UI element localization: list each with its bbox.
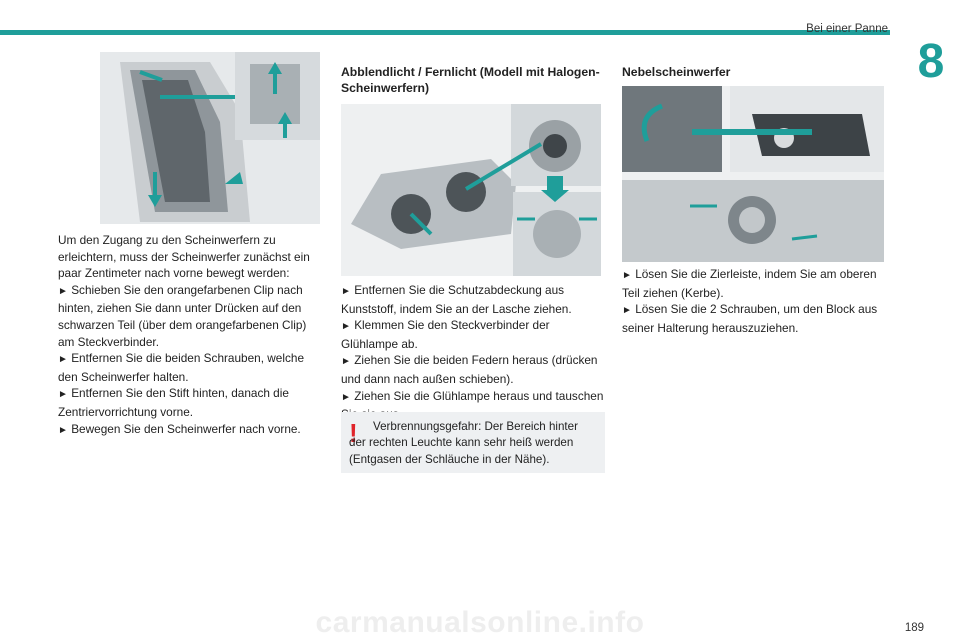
bullet-arrow-icon: ► [58, 285, 68, 297]
bullet-arrow-icon: ► [58, 354, 68, 366]
watermark: carmanualsonline.info [315, 606, 645, 639]
column-low-high-beam-steps: ► Entfernen Sie die Schutzabdeckung aus … [341, 282, 605, 423]
list-item: ► Lösen Sie die Zierleiste, indem Sie am… [622, 267, 877, 300]
bullet-arrow-icon: ► [622, 270, 632, 281]
list-item: ► Entfernen Sie die beiden Schrauben, we… [58, 351, 305, 384]
heading-fog-lamp: Nebelscheinwerfer [622, 65, 731, 79]
warning-exclamation-icon: ! [349, 418, 358, 448]
list-item: ► Entfernen Sie den Stift hinten, danach… [58, 386, 289, 419]
warning-box: ! Verbrennungsgefahr: Der Bereich hinter… [341, 412, 605, 473]
warning-text: Verbrennungsgefahr: Der Bereich hinter d… [349, 420, 578, 466]
bullet-arrow-icon: ► [341, 356, 351, 368]
bullet-arrow-icon: ► [341, 391, 351, 403]
header-accent-bar [0, 30, 890, 35]
page-number: 189 [904, 622, 924, 634]
chapter-tab: 8 [902, 22, 960, 102]
list-item: ► Bewegen Sie den Scheinwerfer nach vorn… [58, 421, 301, 436]
figure-headlamp-removal [100, 52, 320, 224]
list-item: ► Klemmen Sie den Steckverbinder der Glü… [341, 318, 550, 351]
bullet-arrow-icon: ► [58, 389, 68, 401]
bullet-arrow-icon: ► [622, 305, 632, 317]
figure-halogen-bulb [341, 104, 601, 276]
list-item: ► Ziehen Sie die beiden Federn heraus (d… [341, 353, 598, 386]
section-title: Bei einer Panne [806, 23, 888, 35]
bullet-arrow-icon: ► [58, 424, 68, 436]
list-item: ► Entfernen Sie die Schutzabdeckung aus … [341, 283, 572, 316]
bullet-arrow-icon: ► [341, 321, 351, 333]
column-fog-lamp: Nebelscheinwerfer [622, 58, 884, 80]
list-item: ► Schieben Sie den orangefarbenen Clip n… [58, 282, 307, 349]
figure-fog-lamp [622, 86, 884, 262]
heading-low-high-beam: Abblendlicht / Fernlicht (Modell mit Hal… [341, 65, 600, 95]
bullet-arrow-icon: ► [341, 286, 351, 297]
column-headlamp-access: Um den Zugang zu den Scheinwerfern zu er… [58, 232, 320, 439]
chapter-number: 8 [917, 35, 945, 88]
column-fog-lamp-steps: ► Lösen Sie die Zierleiste, indem Sie am… [622, 266, 884, 336]
intro-text: Um den Zugang zu den Scheinwerfern zu er… [58, 233, 310, 281]
column-low-high-beam: Abblendlicht / Fernlicht (Modell mit Hal… [341, 58, 605, 96]
list-item: ► Lösen Sie die 2 Schrauben, um den Bloc… [622, 302, 878, 335]
